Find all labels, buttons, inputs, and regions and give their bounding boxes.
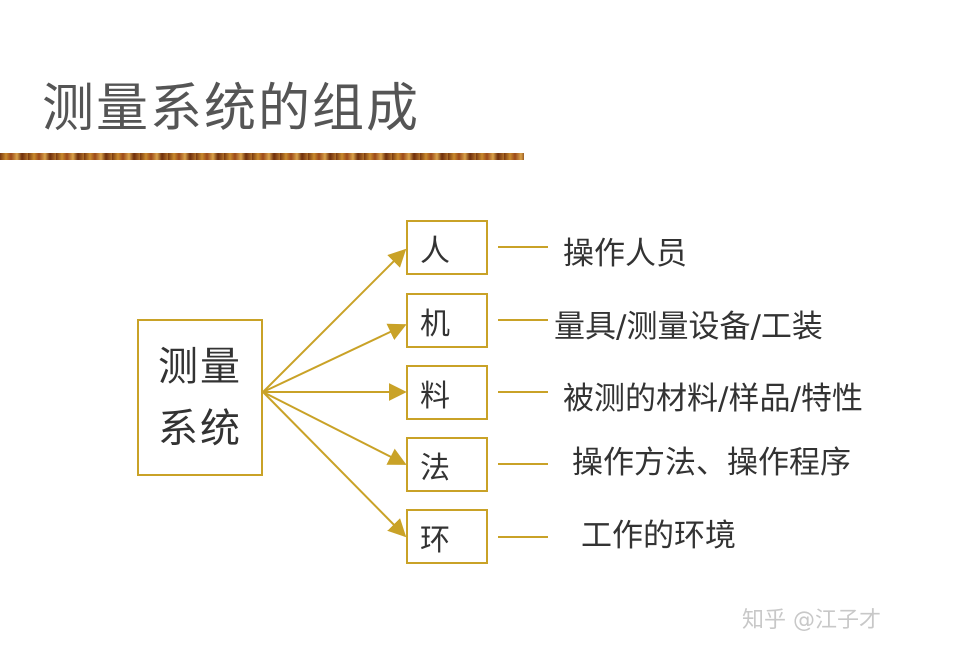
watermark-text: 知乎 @江子才 <box>742 608 881 633</box>
arrow-to-ren <box>262 248 407 393</box>
desc-huan: 工作的环境 <box>581 518 736 554</box>
title-decorative-rule <box>0 153 524 160</box>
node-liao: 料 <box>406 365 488 420</box>
node-huan: 环 <box>406 509 488 564</box>
desc-liao: 被测的材料/样品/特性 <box>563 381 863 417</box>
desc-ren: 操作人员 <box>563 236 687 272</box>
arrow-to-fa <box>262 391 407 465</box>
arrow-to-ji <box>262 323 407 393</box>
desc-ji: 量具/测量设备/工装 <box>554 309 823 345</box>
measurement-system-box: 测量 系统 <box>137 319 263 476</box>
node-ji: 机 <box>406 293 488 348</box>
node-fa: 法 <box>406 437 488 492</box>
page-title: 测量系统的组成 <box>42 79 421 139</box>
center-label-line1: 测量 <box>158 343 242 390</box>
arrow-to-huan <box>262 391 407 538</box>
center-label-line2: 系统 <box>158 405 242 452</box>
desc-fa: 操作方法、操作程序 <box>572 445 851 481</box>
node-ren: 人 <box>406 220 488 275</box>
watermark: 知乎 @江子才 <box>742 602 881 634</box>
